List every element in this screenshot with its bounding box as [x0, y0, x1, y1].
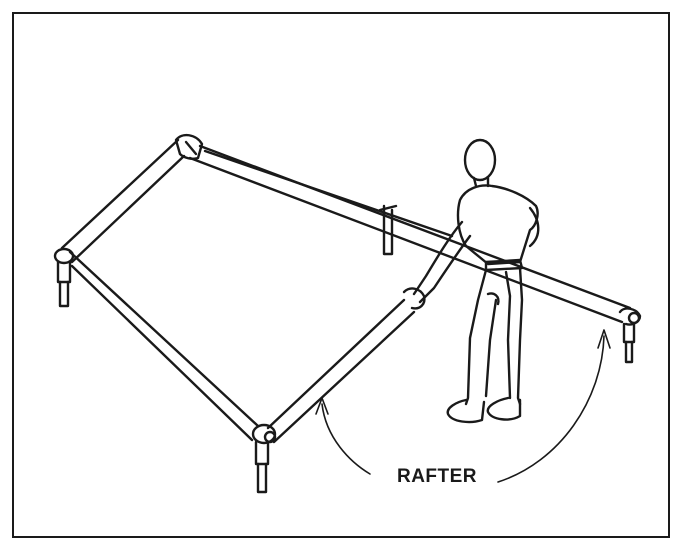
left-side-rail: [68, 250, 260, 442]
rear-rafter-tubes: [188, 144, 632, 324]
left-rafter-tube: [60, 138, 186, 264]
front-corner-fitting: [251, 423, 277, 494]
left-corner-fitting: [53, 247, 75, 308]
figure-border: [12, 12, 670, 538]
rafter-callout-label: RAFTER: [396, 466, 478, 487]
rafter-callout-arrows: [315, 329, 611, 483]
right-corner-fitting: [618, 307, 642, 364]
ridge-corner-fitting: [174, 133, 204, 160]
front-rafter-tube: [266, 298, 416, 444]
person-figure: [402, 138, 540, 424]
middle-support-leg: [378, 204, 398, 256]
